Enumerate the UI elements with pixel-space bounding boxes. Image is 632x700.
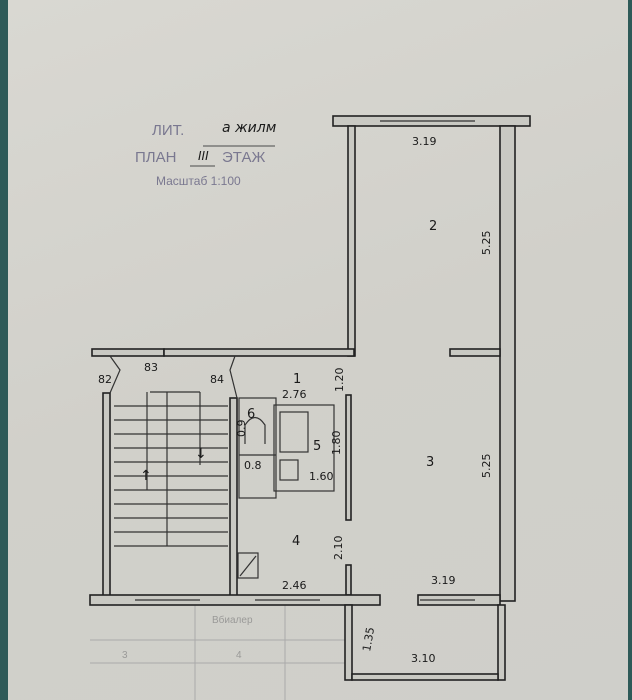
room-3-number: 3 [426,455,434,470]
room-1-number: 1 [293,372,301,387]
balcony-depth: 1.35 [360,626,377,652]
scale-label: Масштаб 1:100 [156,174,241,188]
staircase [109,355,238,547]
stair-label: 82 [98,373,112,386]
room-3-depth: 5.25 [480,454,493,479]
room-4-depth: 2.10 [332,536,345,561]
table-cell: 4 [236,650,242,661]
room-5-number: 5 [313,439,321,454]
room-2-width: 3.19 [412,135,437,148]
plan-label: ПЛАН [135,149,176,166]
balcony-width: 3.10 [411,652,436,665]
lit-label: ЛИТ. [152,122,184,139]
walls [89,115,531,681]
room-2-number: 2 [429,219,437,234]
stair-down-arrow-icon: ↓ [195,446,207,462]
fixtures [237,397,335,579]
stair-up-arrow-icon: ↑ [140,468,152,484]
room-5-depth: 1.80 [330,431,343,456]
room-5-width: 1.60 [309,470,334,483]
room-3-width: 3.19 [431,574,456,587]
stair-label: 83 [144,361,158,374]
table-cell: Вбиалер [212,614,253,626]
floor-label: ЭТАЖ [222,149,265,166]
floor-value: III [198,149,209,163]
windows [135,120,475,601]
table-cell: 3 [122,650,128,661]
faint-table [90,605,345,700]
room-1-width: 2.76 [282,388,307,401]
room-6-depth: 0.9 [235,420,248,438]
room-4-number: 4 [292,534,300,549]
lit-value: а жилм [222,120,277,136]
room-2-depth: 5.25 [480,231,493,256]
stair-label: 84 [210,373,224,386]
room-6-number: 6 [247,407,255,422]
room-6-width: 0.8 [244,459,262,472]
room-1-depth: 1.20 [333,368,346,393]
room-4-width: 2.46 [282,579,307,592]
